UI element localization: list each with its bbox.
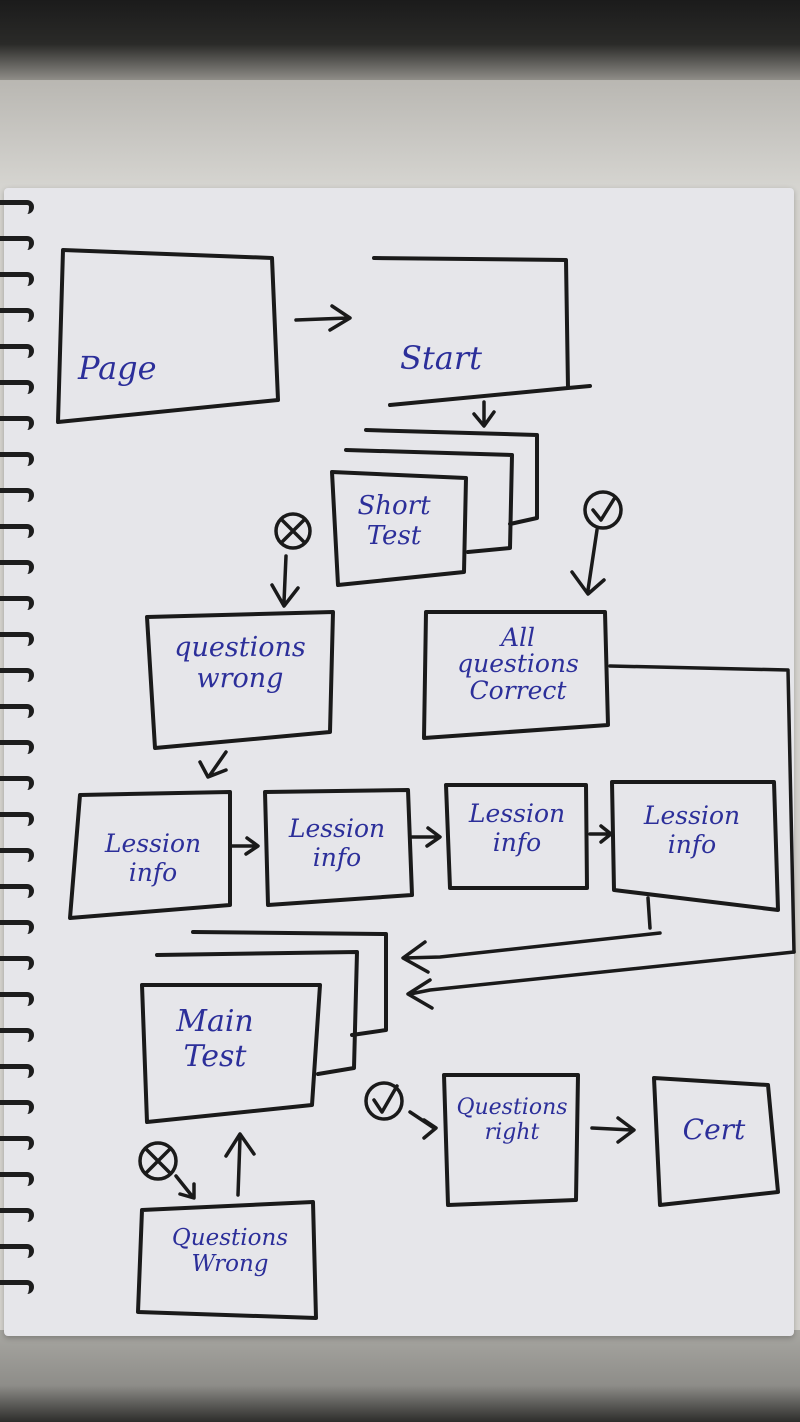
check-circle-icon-bottom [364, 1081, 404, 1121]
spiral-coil [0, 380, 34, 394]
spiral-coil [0, 992, 34, 1006]
spiral-coil [0, 740, 34, 754]
all-questions-correct-label: All questions Correct [457, 623, 579, 705]
questions-wrong-label: questions wrong [174, 632, 306, 695]
spiral-coil [0, 848, 34, 862]
spiral-coil [0, 200, 34, 214]
lesson-info-4-label: Lession info [643, 801, 741, 859]
main-test-label: Main Test [176, 1004, 254, 1074]
spiral-coil [0, 452, 34, 466]
short-test-box-back2 [364, 428, 539, 526]
spiral-coil [0, 1100, 34, 1114]
questions-wrong-bottom-label: Questions Wrong [171, 1225, 289, 1278]
spiral-coil [0, 524, 34, 538]
lesson-info-1-label: Lession info [104, 829, 202, 887]
questions-wrong-box [145, 610, 335, 750]
arrows [174, 304, 796, 1200]
all-questions-correct-box [422, 610, 610, 740]
spiral-binding [0, 200, 36, 1320]
short-test-box [330, 470, 468, 587]
spiral-coil [0, 596, 34, 610]
short-test-label: Short Test [357, 491, 431, 551]
spiral-coil [0, 1280, 34, 1294]
spiral-coil [0, 632, 34, 646]
spiral-coil [0, 560, 34, 574]
start-box [372, 256, 592, 407]
spiral-coil [0, 344, 34, 358]
page-box [56, 248, 280, 424]
spiral-coil [0, 956, 34, 970]
main-test-box [140, 983, 322, 1124]
cert-box [652, 1076, 780, 1207]
spiral-coil [0, 776, 34, 790]
bag-background [0, 0, 800, 80]
desk-background [0, 80, 800, 200]
arrow-page-to-start [294, 304, 352, 332]
main-test-box-back1 [155, 950, 359, 1076]
arrow-wrong-to-questions-wrong [270, 554, 300, 608]
cross-circle-icon-top [274, 512, 312, 550]
spiral-coil [0, 668, 34, 682]
spiral-coil [0, 416, 34, 430]
lesson-info-2-label: Lession info [288, 814, 386, 872]
spiral-coil [0, 1136, 34, 1150]
arrow-check-to-questions-right [408, 1110, 438, 1140]
arrow-cross-to-questions-wrong [174, 1174, 196, 1200]
lesson-info-3-label: Lession info [468, 799, 566, 857]
arrow-lesson4-to-main-test [401, 931, 662, 974]
spiral-coil [0, 812, 34, 826]
short-test-box-back1 [344, 448, 514, 554]
lesson-info-box-3 [444, 783, 589, 890]
spiral-coil [0, 1028, 34, 1042]
spiral-coil [0, 1244, 34, 1258]
arrow-all-correct-to-main-test [406, 950, 796, 1010]
lesson-info-box-4 [610, 780, 780, 912]
spiral-coil [0, 272, 34, 286]
spiral-coil [0, 920, 34, 934]
arrow-questions-wrong-to-lesson [198, 750, 228, 779]
check-circle-icon-top [583, 490, 623, 530]
mark-icons [138, 490, 623, 1181]
questions-wrong-bottom-box [136, 1200, 318, 1320]
spiral-coil [0, 488, 34, 502]
arrow-questions-wrong-to-main-test [224, 1132, 256, 1197]
spiral-coil [0, 308, 34, 322]
spiral-coil [0, 1208, 34, 1222]
arrow-correct-to-all-correct [570, 528, 606, 596]
arrow-lesson2-to-lesson3 [410, 826, 442, 848]
arrow-questions-right-to-cert [590, 1116, 636, 1144]
arrow-lesson3-to-lesson4 [588, 824, 613, 844]
spiral-coil [0, 1172, 34, 1186]
main-test-box-back2 [191, 930, 388, 1037]
desk-edge [0, 1330, 800, 1422]
cross-circle-icon-bottom [138, 1141, 178, 1181]
cert-label: Cert [682, 1113, 746, 1146]
arrow-lesson1-to-lesson2 [230, 836, 260, 856]
questions-right-label: Questions right [456, 1095, 568, 1146]
spiral-coil [0, 704, 34, 718]
page-label: Page [78, 349, 157, 387]
start-label: Start [400, 339, 483, 377]
spiral-coil [0, 884, 34, 898]
line-lesson4-down [646, 896, 652, 930]
spiral-coil [0, 1064, 34, 1078]
notebook-page [4, 188, 794, 1336]
lesson-info-box-2 [263, 788, 414, 907]
lesson-info-box-1 [68, 790, 232, 920]
line-all-correct-right [608, 664, 796, 954]
spiral-coil [0, 236, 34, 250]
arrow-start-to-short-test [472, 400, 496, 428]
questions-right-box [442, 1073, 580, 1207]
